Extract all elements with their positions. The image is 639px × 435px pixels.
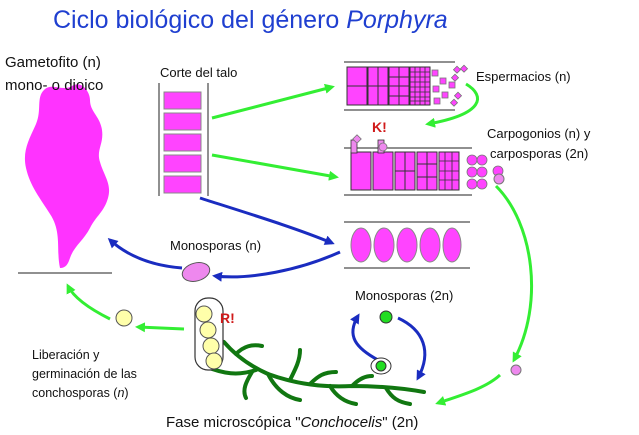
liberacion-3-n: n: [117, 386, 124, 400]
liberacion-label-3: conchosporas (n): [32, 386, 129, 400]
gametofito-label-2: mono- o dioico: [5, 77, 103, 94]
fase-label: Fase microscópica "Conchocelis" (2n): [166, 414, 418, 431]
monosporas-right-label: Monosporas (2n): [355, 288, 453, 303]
arrow-germination: [66, 283, 111, 321]
fase-prefix: Fase microscópica ": [166, 414, 301, 431]
monospore-2n-inside: [375, 360, 387, 372]
k-mark: K!: [372, 119, 387, 135]
r-mark: R!: [220, 310, 235, 326]
arrow-to-monosporangia: [199, 196, 335, 245]
title-genus: Porphyra: [346, 6, 448, 34]
arrow-to-spermatia: [211, 83, 335, 120]
gametophyte-thallus: [24, 84, 110, 268]
gametofito-label-1: Gametofito (n): [5, 54, 101, 71]
diagram-title: Ciclo biológico del género Porphyra: [53, 6, 448, 34]
carpospore-released: [510, 364, 522, 376]
arrow-to-conchocelis: [435, 373, 502, 406]
arrow-to-gametophyte: [107, 237, 183, 270]
fase-italic: Conchocelis: [301, 414, 383, 431]
liberacion-3-text: conchosporas (: [32, 386, 118, 400]
carpogonia-section: [344, 134, 504, 196]
espermacios-label: Espermacios (n): [476, 69, 571, 84]
corte-label: Corte del talo: [160, 65, 237, 80]
arrow-to-carpogonia: [211, 153, 339, 181]
conchosporangium: [194, 297, 224, 371]
liberacion-label-1: Liberación y: [32, 348, 100, 362]
carpogonios-label-1: Carpogonios (n) y: [487, 126, 591, 141]
monosporas-left-label: Monosporas (n): [170, 238, 261, 253]
arrow-release: [135, 322, 185, 333]
blue-arrows: [107, 196, 427, 381]
arrow-monospores-out: [212, 250, 341, 282]
green-arrows: [66, 82, 534, 406]
thallus-section: [158, 83, 209, 196]
liberacion-label-2: germinación de las: [32, 367, 137, 381]
carpospore: [493, 173, 505, 185]
monospore-2n-free: [379, 310, 393, 324]
arrow-monospores-2n-out: [350, 313, 379, 362]
carpogonios-label-2: carposporas (2n): [490, 146, 588, 161]
monospore-cell: [181, 262, 211, 282]
conchospore: [115, 309, 133, 327]
title-prefix: Ciclo biológico del género: [53, 6, 346, 34]
liberacion-3-close: ): [124, 386, 128, 400]
arrow-fertilization: [425, 82, 479, 128]
monospore-section: [344, 221, 470, 269]
arrow-carpospores: [494, 184, 534, 363]
conchocelis-filaments: [202, 340, 426, 406]
fase-suffix: " (2n): [382, 414, 418, 431]
spermatia-section: [344, 61, 469, 111]
arrow-monospores-2n-return: [397, 316, 427, 381]
